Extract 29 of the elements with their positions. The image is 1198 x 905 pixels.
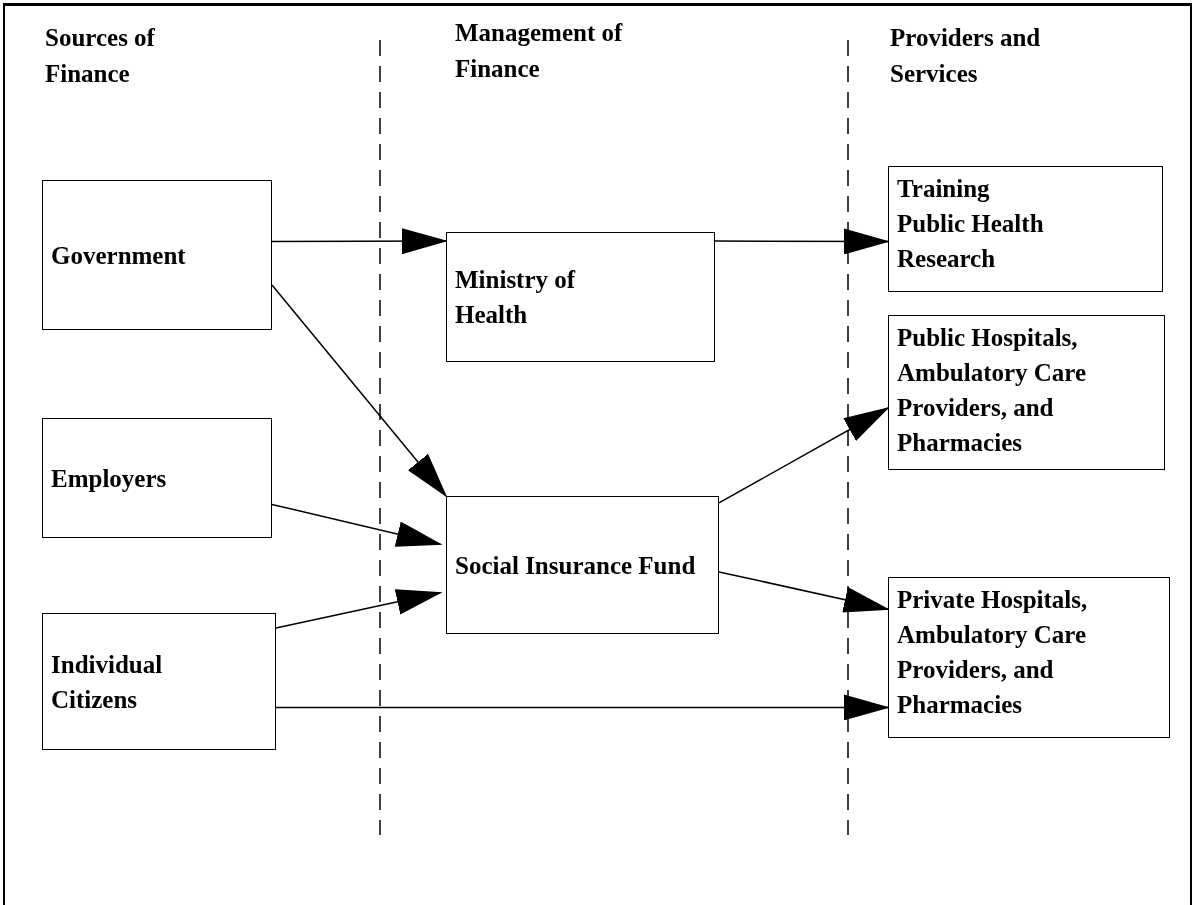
box-label: Training (897, 174, 991, 204)
arrow (271, 284, 448, 498)
process-box (888, 166, 1163, 292)
column-heading: Management of Finance (455, 18, 624, 84)
process-box (42, 180, 272, 330)
box-label: Individual Citizens (51, 649, 164, 715)
column-heading: Providers and Services (890, 23, 1042, 89)
box-label: Research (897, 244, 997, 274)
box-label: Government (51, 240, 187, 271)
process-box (888, 315, 1165, 470)
arrow (275, 694, 890, 721)
process-box (42, 418, 272, 538)
box-label: Public Hospitals, Ambulatory Care Providers, and Pharmacies (897, 323, 1088, 458)
process-box (888, 577, 1170, 738)
arrow (718, 407, 890, 504)
box-label: Employers (51, 463, 168, 494)
arrow (714, 228, 890, 255)
column-heading: Sources of Finance (45, 23, 156, 89)
arrow (271, 228, 448, 255)
box-label: Social Insurance Fund (455, 550, 697, 581)
process-box (42, 613, 276, 750)
process-box (446, 496, 719, 634)
box-label: Ministry of Health (455, 265, 577, 330)
box-label: Private Hospitals, Ambulatory Care Providers, and Pharmacies (897, 585, 1089, 720)
arrow (275, 589, 443, 629)
box-label: Public Health (897, 209, 1045, 239)
process-box (446, 232, 715, 362)
arrow (271, 503, 443, 547)
arrow (718, 571, 890, 613)
